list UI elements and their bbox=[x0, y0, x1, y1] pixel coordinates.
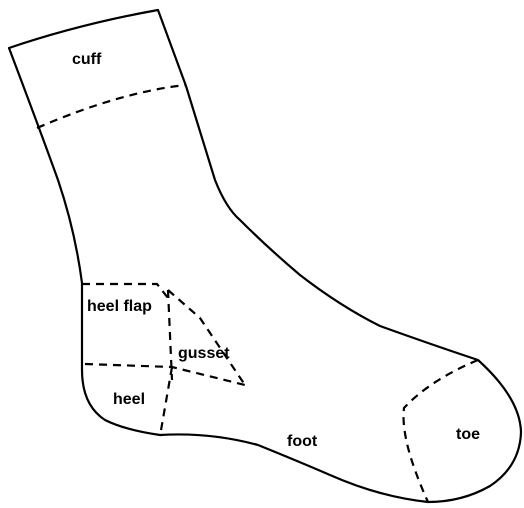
heel-right-boundary bbox=[158, 366, 174, 437]
label-foot: foot bbox=[287, 433, 318, 450]
label-cuff: cuff bbox=[72, 51, 102, 68]
toe-boundary bbox=[402, 358, 479, 503]
sock-outline bbox=[7, 8, 523, 504]
heel-top-boundary bbox=[84, 362, 246, 387]
label-heel-flap: heel flap bbox=[87, 298, 152, 315]
heel-flap-top-boundary bbox=[82, 282, 169, 299]
heel-flap-right-boundary bbox=[166, 289, 174, 381]
gusset-diagonal-boundary bbox=[167, 289, 246, 386]
cuff-boundary bbox=[36, 83, 187, 130]
label-gusset: gusset bbox=[178, 345, 230, 362]
label-heel: heel bbox=[113, 391, 145, 408]
label-toe: toe bbox=[456, 426, 480, 443]
